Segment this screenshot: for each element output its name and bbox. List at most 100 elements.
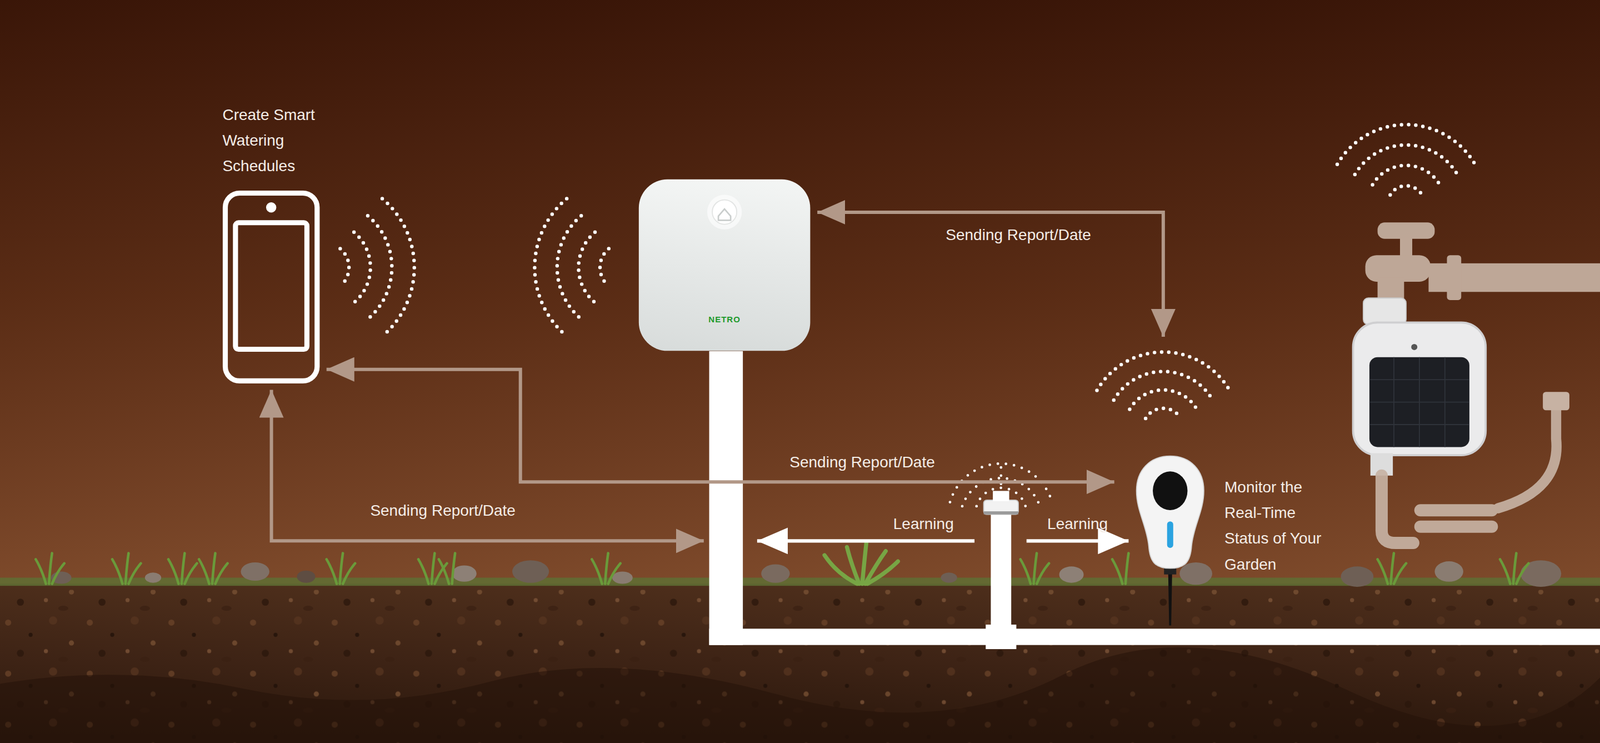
controller-outline [638, 179, 811, 352]
water-pipe [709, 351, 1600, 649]
surface-stones [940, 572, 957, 583]
wifi-signal [557, 215, 582, 319]
surface-stones [1434, 561, 1463, 582]
wifi-signal [382, 198, 415, 337]
feature-caption: Monitor the Real-Time Status of Your Gar… [1224, 474, 1336, 578]
wifi-signal [340, 124, 1475, 419]
phone-outline [222, 190, 320, 384]
wifi-signal [1113, 371, 1213, 400]
hose-timer [1369, 357, 1470, 448]
green-plant [824, 542, 898, 584]
grass-tufts [591, 552, 620, 584]
sensor-outline [1168, 568, 1173, 626]
hose-timer [1381, 410, 1557, 543]
hose-timer [1365, 222, 1600, 302]
sprinkler [990, 510, 1012, 643]
sprinkler [950, 461, 1053, 643]
surface-stones [612, 571, 633, 584]
grass-tufts [326, 552, 355, 584]
phone-outline [222, 190, 320, 384]
wifi-signal [1355, 145, 1458, 175]
hose-timer [1497, 410, 1557, 508]
controller-box: NETRO [637, 178, 812, 352]
sprinkler [992, 490, 1009, 501]
sensor-outline [1152, 471, 1188, 510]
flow-label: Learning [1047, 514, 1108, 534]
edge-label: Sending Report/Date [945, 225, 1092, 245]
wifi-signal [353, 232, 371, 303]
learning-arrow [757, 538, 1129, 543]
sky-background [0, 0, 1600, 592]
water-pipe [709, 628, 1600, 645]
grass-tufts [1500, 552, 1529, 584]
signal-arrow [817, 212, 1164, 337]
controller-outline [637, 178, 812, 352]
grass-tufts [438, 552, 455, 584]
wifi-signal [1129, 390, 1197, 410]
hose-timer [1363, 297, 1407, 325]
hose-timer [1420, 503, 1493, 517]
edge-label: Sending Report/Date [789, 452, 935, 472]
sprinkler [976, 487, 1026, 507]
surface-stones [1340, 566, 1374, 587]
phone-outline [225, 192, 318, 381]
wifi-signal [367, 215, 392, 319]
grass-tufts [112, 552, 141, 584]
hose-timer [1369, 357, 1470, 448]
sprinkler [950, 461, 1053, 507]
edge-label: Sending Report/Date [370, 501, 516, 520]
sprinkler [983, 500, 1019, 515]
wifi-signal [578, 232, 595, 303]
surface-stones [1059, 566, 1084, 583]
signal-arrow [326, 369, 1115, 483]
soil-ground [0, 590, 1600, 743]
controller-box: NETRO [637, 314, 812, 325]
sensor-outline [1167, 521, 1174, 548]
brand-label: NETRO [637, 314, 812, 325]
hose-timer [1542, 391, 1570, 410]
wifi-signal [340, 248, 349, 287]
surface-stones [512, 560, 549, 583]
soil-sensor: Monitor the Real-Time Status of Your Gar… [1224, 474, 1336, 578]
grass-tufts [1377, 552, 1407, 584]
feature-caption: Create Smart Watering Schedules [222, 102, 334, 180]
wifi-signal [1372, 165, 1440, 185]
grass-tufts [198, 552, 228, 584]
grass-tufts [1020, 552, 1049, 584]
hose-timer [1353, 322, 1487, 455]
wifi-signal [1096, 351, 1230, 390]
wifi-signal [1145, 408, 1182, 419]
sensor-outline [1136, 456, 1204, 569]
water-pipe [709, 351, 744, 645]
surface-stones [452, 565, 477, 582]
controller-outline [637, 178, 812, 352]
hose-timer [1446, 255, 1462, 300]
green-plant [824, 542, 898, 584]
sensor-outline [1134, 453, 1207, 628]
learning-arrow [757, 538, 975, 543]
controller-outline [707, 195, 742, 230]
controller-outline [718, 208, 731, 220]
hose-timer [1381, 475, 1414, 543]
sprinkler [983, 511, 1019, 515]
wifi-signal [1390, 185, 1422, 195]
hose-timer [1377, 222, 1435, 239]
grass-tufts [1112, 552, 1129, 584]
soil-sensor: Monitor the Real-Time Status of Your Gar… [1134, 453, 1336, 628]
phone-outline [235, 222, 308, 349]
grass-tufts [168, 552, 197, 584]
surface-stones [145, 572, 162, 583]
wifi-signal [1337, 124, 1475, 164]
surface-stones [296, 570, 315, 583]
soil-ground [0, 583, 1600, 743]
hose-timer [1369, 357, 1470, 448]
hose-timer [1353, 222, 1600, 543]
phone-app: Create Smart Watering Schedules [222, 102, 334, 384]
signal-arrow [271, 390, 704, 542]
grass-tufts [35, 552, 1529, 584]
flow-label: Learning [893, 514, 954, 534]
soil-ground [0, 577, 1600, 743]
surface-stones [761, 564, 790, 583]
